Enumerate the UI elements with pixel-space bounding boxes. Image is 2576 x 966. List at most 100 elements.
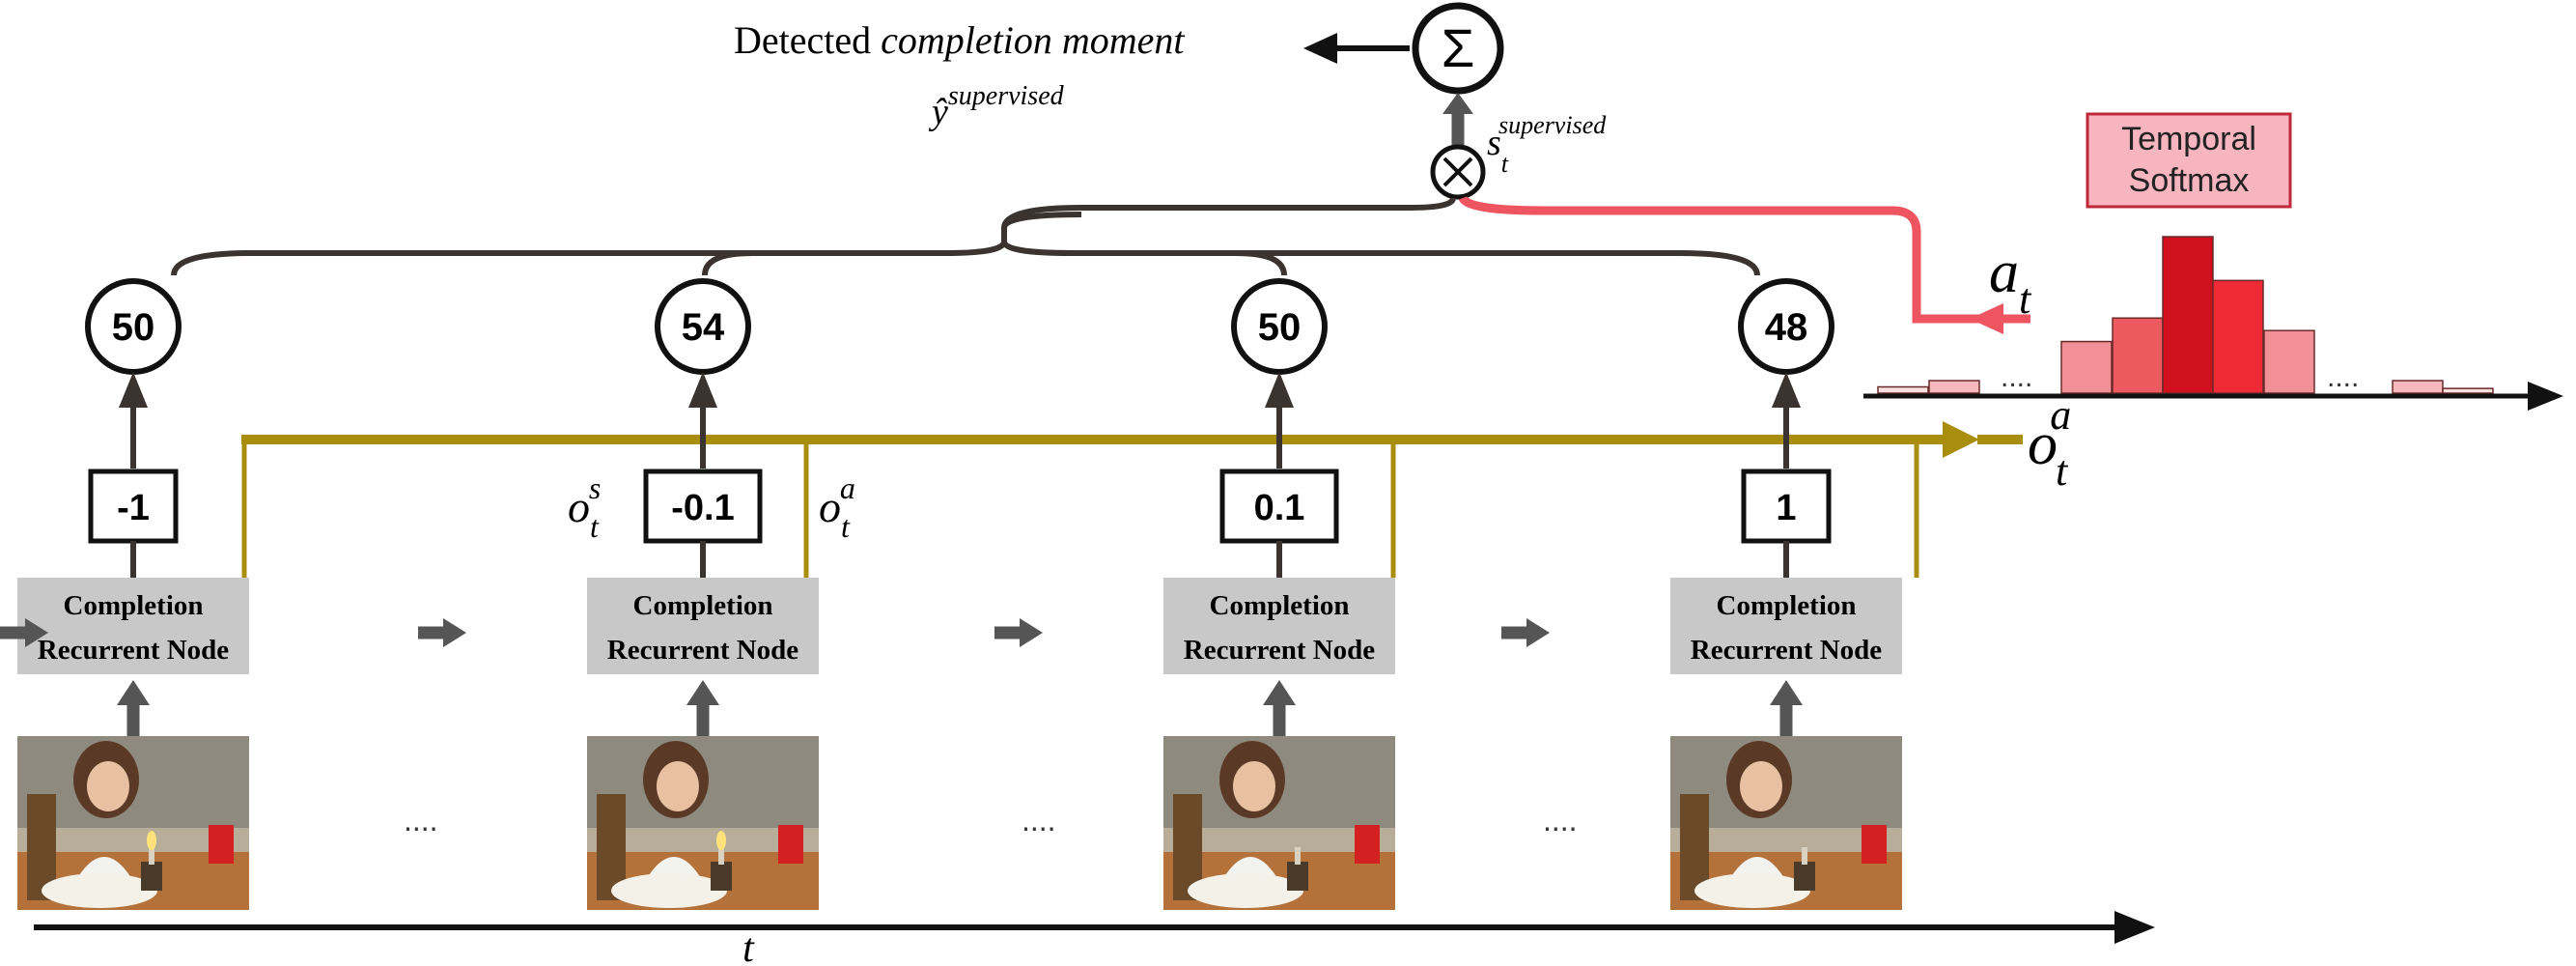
node-label-line1: Completion [1210, 590, 1350, 621]
time-axis-arrow [2114, 911, 2155, 944]
softmax-bar [1928, 380, 1980, 394]
s-supervised-label: stsupervised [1487, 111, 1607, 178]
output-value: 0.1 [1254, 488, 1305, 528]
node-label-line2: Recurrent Node [607, 635, 799, 666]
completion-recurrent-node [1670, 578, 1902, 674]
video-frame-thumbnail [1163, 736, 1395, 910]
output-value: 1 [1776, 488, 1796, 528]
recurrent-link-arrow [25, 618, 48, 647]
video-frame-thumbnail [1670, 736, 1902, 910]
frame-plate [42, 873, 157, 908]
frame-red-cup [1862, 825, 1887, 864]
temporal-softmax-line1: Temporal [2121, 121, 2256, 157]
recurrent-link-arrow [1526, 618, 1550, 647]
frame-plate [1188, 873, 1303, 908]
frames-ellipsis-2: .... [1022, 803, 1056, 838]
softmax-bar [2162, 236, 2214, 394]
mult-to-sum-arrow-head [1442, 93, 1473, 114]
softmax-histogram [1877, 236, 2494, 394]
video-frame-thumbnail [587, 736, 819, 910]
attention-line [1458, 195, 1989, 324]
node-label-line1: Completion [64, 590, 204, 621]
softmax-bar [2263, 329, 2315, 394]
frame-candle [718, 847, 724, 865]
frame-candle [149, 847, 154, 865]
frame-red-cup [778, 825, 803, 864]
score-brace [171, 197, 1760, 276]
frame-candle [1802, 847, 1807, 865]
score-value: 54 [682, 306, 725, 349]
score-value: 48 [1765, 306, 1808, 349]
sum-symbol: Σ [1442, 17, 1475, 78]
frame-flame [716, 831, 726, 850]
score-value: 50 [112, 306, 155, 349]
recurrent-link-arrow [443, 618, 466, 647]
frame-candle [1295, 847, 1301, 865]
frame-to-node-arrow [117, 680, 150, 705]
frame-plate [611, 873, 727, 908]
frame-to-node-arrow [1770, 680, 1803, 705]
frame-face [1233, 761, 1275, 811]
a-t-label: at [1989, 240, 2032, 323]
frame-candle-holder [1794, 862, 1815, 891]
softmax-bar [2060, 340, 2113, 394]
output-to-score-arrow [688, 372, 717, 408]
softmax-dots-left: .... [2001, 361, 2032, 393]
frame-plate [1694, 873, 1810, 908]
completion-recurrent-node [1163, 578, 1395, 674]
node-label-line2: Recurrent Node [38, 635, 230, 666]
node-label-line2: Recurrent Node [1184, 635, 1376, 666]
softmax-bar [2112, 317, 2164, 394]
softmax-axis-arrow [2528, 382, 2563, 411]
sum-node [1412, 2, 1504, 95]
score-value: 50 [1258, 306, 1302, 349]
frame-to-node-arrow [686, 680, 719, 705]
softmax-bar [2442, 387, 2494, 394]
node-label-line1: Completion [633, 590, 773, 621]
o-a-node-label: ota [819, 470, 855, 544]
output-box [1219, 469, 1339, 544]
output-box [1741, 469, 1832, 544]
attention-input-arrow [1943, 421, 1979, 458]
time-axis-label: t [742, 926, 755, 966]
softmax-bar [2212, 279, 2264, 394]
attention-arrow-head [1970, 303, 2003, 334]
y-hat-label: ŷsupervised [928, 81, 1065, 132]
frame-candle-holder [141, 862, 162, 891]
completion-recurrent-node [17, 578, 249, 674]
detected-completion-label: Detected completion moment [734, 18, 1185, 62]
temporal-softmax-line2: Softmax [2129, 162, 2250, 199]
softmax-bar [1877, 385, 1929, 394]
recurrent-link-arrow [1020, 618, 1043, 647]
completion-recurrent-node [587, 578, 819, 674]
softmax-dots-right: .... [2327, 361, 2359, 393]
output-arrow-head [1303, 33, 1337, 64]
frame-candle-holder [711, 862, 732, 891]
frame-to-node-arrow [1263, 680, 1296, 705]
frame-face [87, 761, 129, 811]
multiply-cross-b [1442, 156, 1473, 187]
frame-face [1740, 761, 1782, 811]
o-s-label: ots [568, 470, 601, 544]
temporal-softmax-box [2086, 112, 2292, 209]
frames-ellipsis-1: .... [404, 803, 438, 838]
output-value: -0.1 [671, 488, 734, 528]
output-to-score-arrow [1772, 372, 1801, 408]
node-label-line1: Completion [1717, 590, 1857, 621]
softmax-bar [2392, 380, 2444, 394]
output-box [643, 469, 763, 544]
node-label-line2: Recurrent Node [1691, 635, 1883, 666]
frame-flame [147, 831, 156, 850]
output-value: -1 [117, 488, 150, 528]
frame-red-cup [1355, 825, 1380, 864]
frames-ellipsis-3: .... [1543, 803, 1578, 838]
o-a-label: ota [2028, 391, 2071, 495]
output-to-score-arrow [119, 372, 148, 408]
frame-face [657, 761, 699, 811]
